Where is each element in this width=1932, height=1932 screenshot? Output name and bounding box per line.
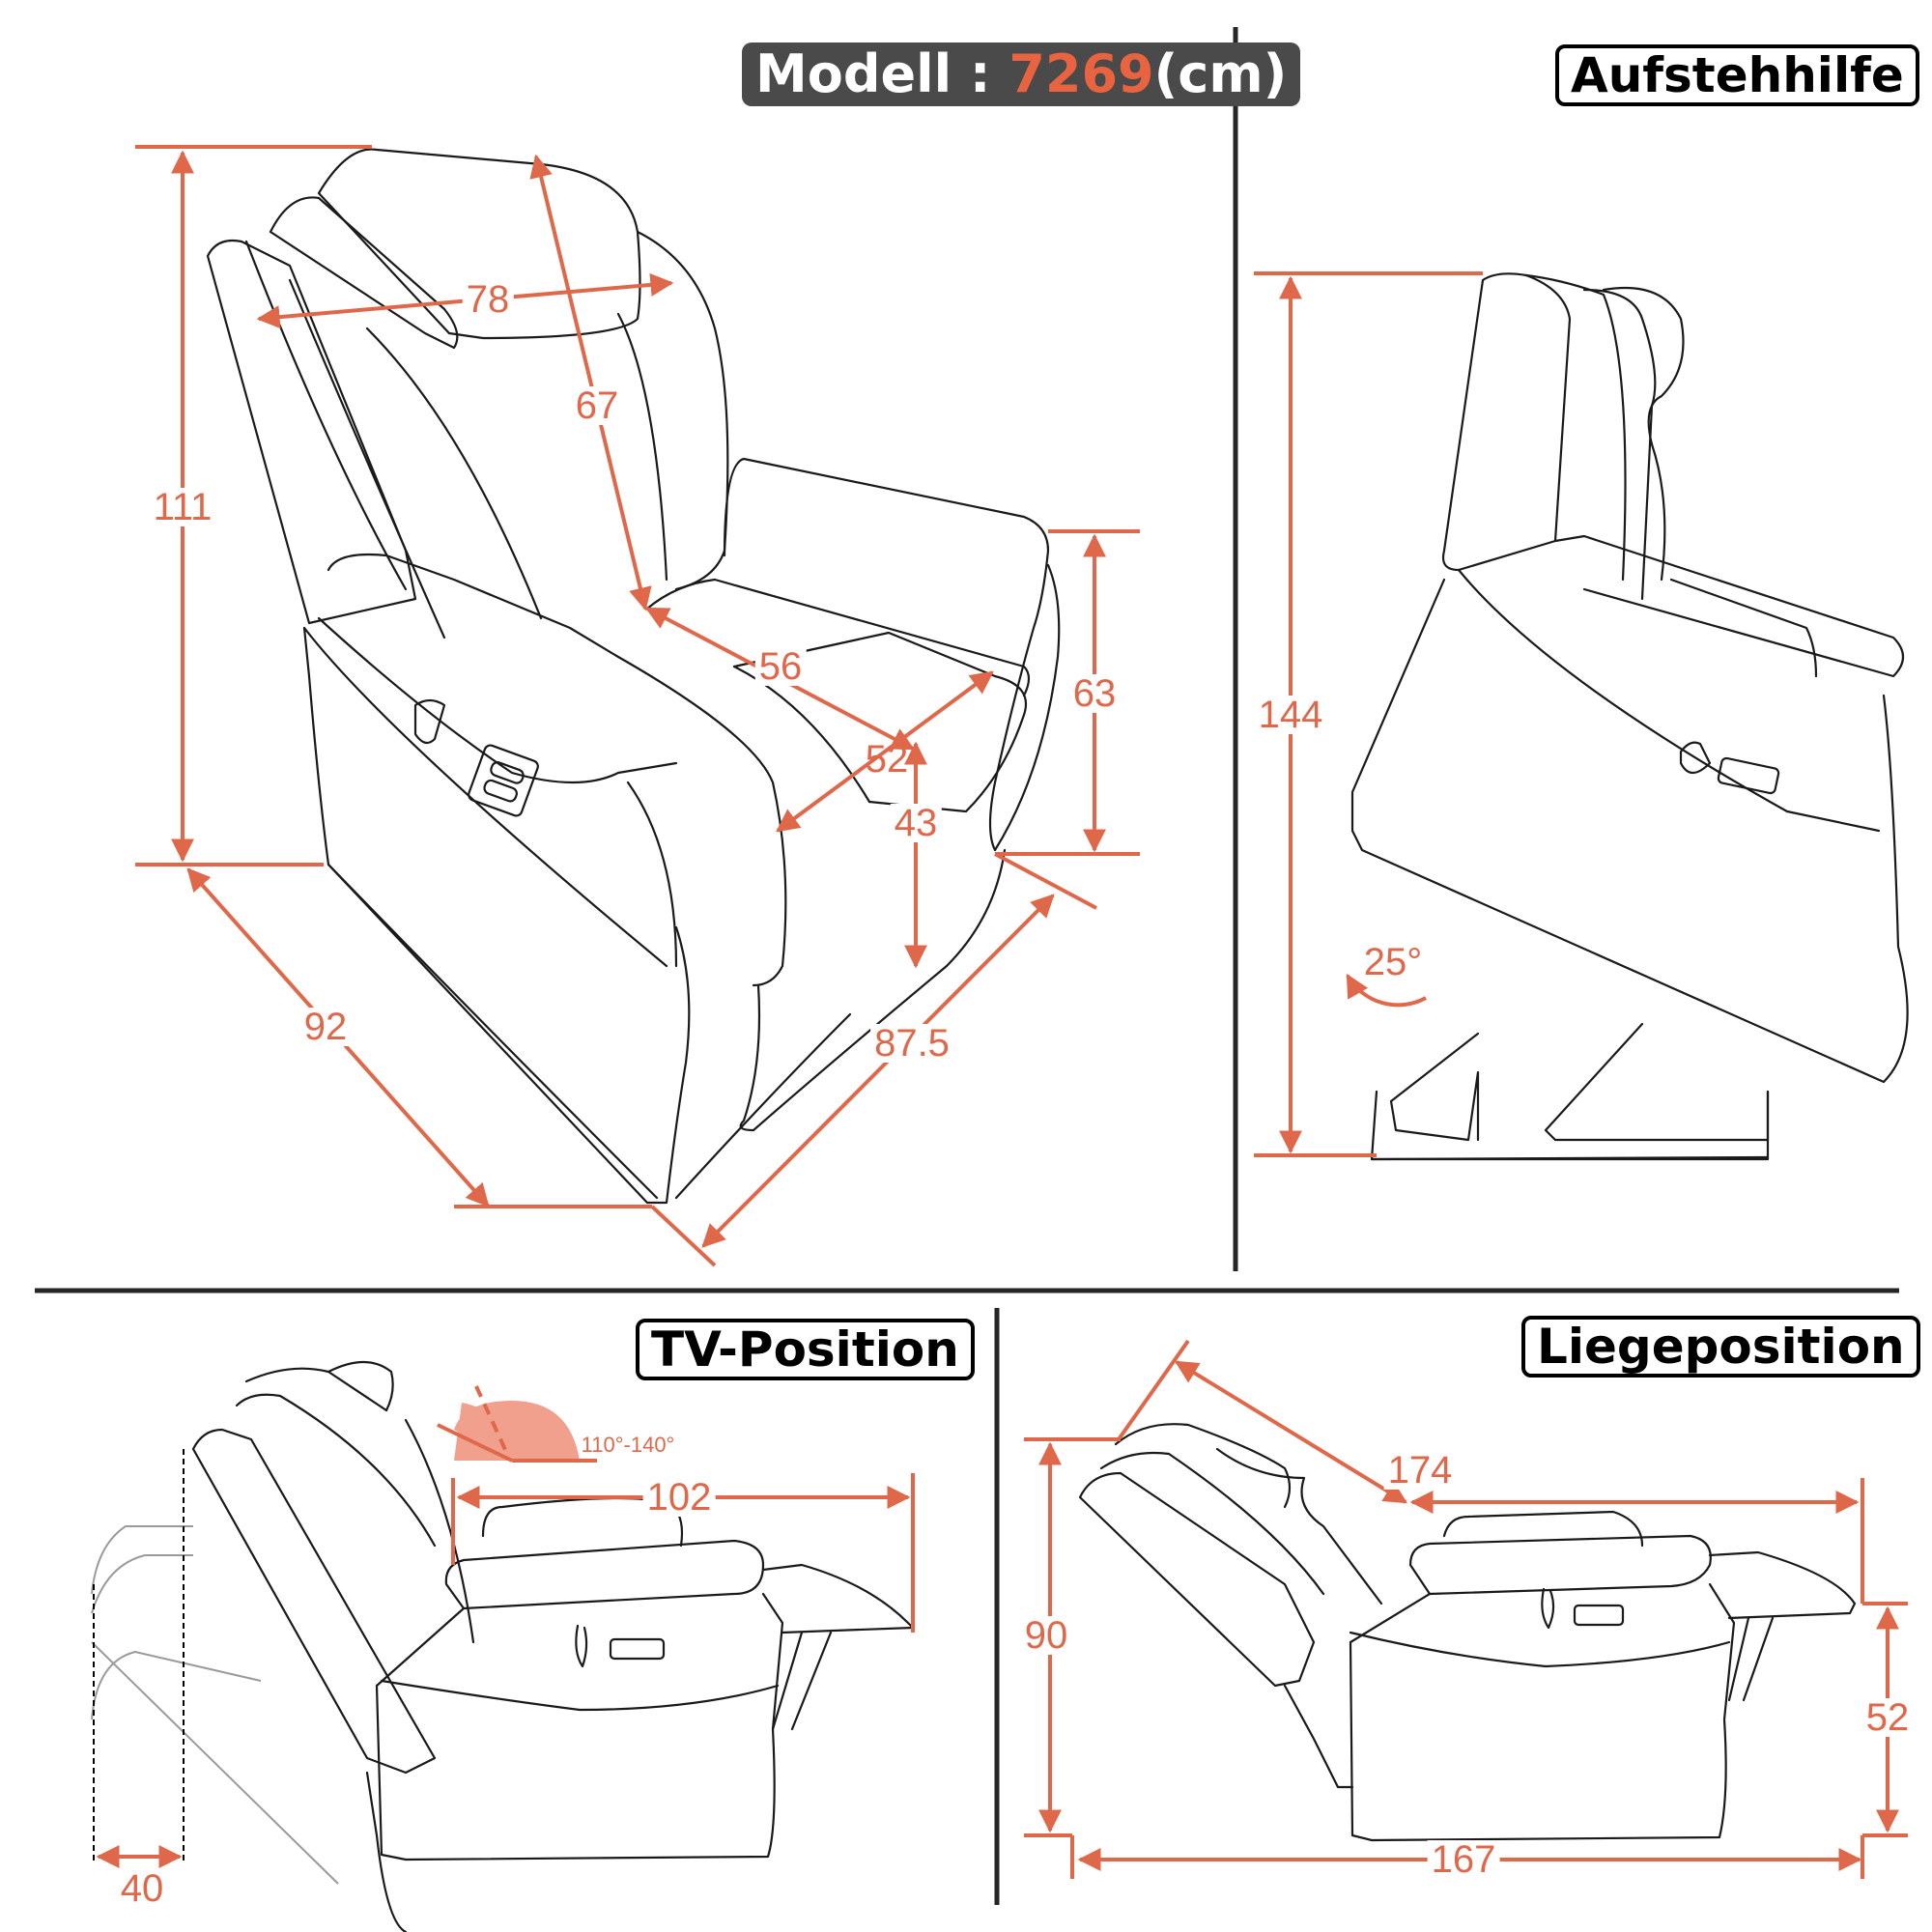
lift-view-label: Aufstehhilfe [1555,44,1919,106]
model-unit: (cm) [1153,43,1288,104]
tv-view-label: TV-Position [636,1319,975,1380]
dim-depth-right: 87.5 [870,1024,953,1063]
dim-seat-depth: 56 [754,647,807,686]
model-badge: Modell : 7269(cm) [742,43,1301,106]
dim-tv-length: 102 [642,1478,716,1517]
model-prefix: Modell : [755,43,1009,104]
dim-backrest-height: 67 [571,386,623,425]
dim-seat-height: 43 [890,804,942,842]
dim-seat-width: 52 [865,738,909,781]
tv-view-dimension-lines [93,1385,915,1868]
dim-width: 78 [462,280,514,319]
dim-back-clearance: 40 [116,1869,168,1908]
dim-armrest-height: 63 [1068,674,1121,713]
panel-dividers [35,27,1899,1905]
rotation-arrow-icon [1346,973,1427,1008]
recline-view-chair-drawing [1078,1423,1857,1842]
lift-view-chair-drawing [1350,272,1909,1161]
dim-recline-height: 90 [1020,1616,1072,1655]
front-view-dimension-lines [135,145,1140,1267]
dim-lift-height: 144 [1254,696,1327,734]
dim-diagonal: 174 [1383,1451,1457,1490]
dim-footrest-height: 52 [1861,1698,1914,1737]
dim-recline-range: 110°-140° [581,1433,675,1457]
dim-total-height: 111 [149,488,216,526]
dim-tilt-angle: 25° [1363,941,1423,983]
dim-recline-length: 167 [1427,1840,1500,1879]
dim-depth-left: 92 [299,1008,352,1046]
tv-view-chair-drawing [91,1361,915,1932]
recline-view-dimension-lines [1024,1339,1908,1879]
model-number: 7269 [1009,43,1154,104]
recline-view-label: Liegeposition [1521,1316,1920,1378]
